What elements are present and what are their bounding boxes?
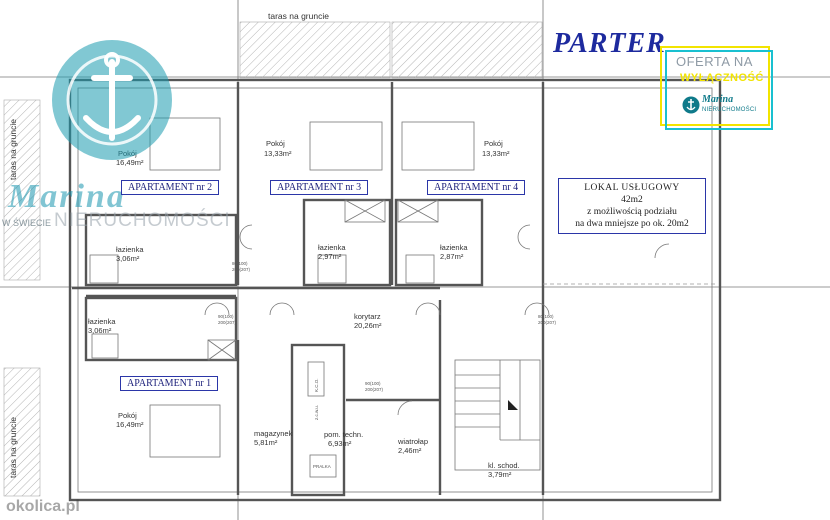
room-area: 13,33m² (264, 149, 292, 158)
bed (309, 121, 383, 171)
bed (149, 117, 221, 171)
door-dim: 200(207) (232, 267, 251, 272)
bathroom-3-walls (302, 198, 392, 287)
commercial-area: 42m2 (621, 195, 643, 205)
washer (309, 454, 337, 478)
room-area: 16,49m² (116, 420, 144, 429)
badge-line2: WYŁĄCZNOŚĆ (680, 72, 764, 84)
room-name: Pokój (266, 139, 285, 148)
commercial-unit-box: LOKAL USŁUGOWY 42m2 z możliwością podzia… (558, 178, 706, 234)
outer-wall (68, 78, 722, 502)
bathroom-2-walls (84, 213, 238, 287)
door-swings (204, 224, 670, 416)
badge-frame (660, 46, 770, 126)
apartment-4-label: APARTAMENT nr 4 (427, 180, 526, 195)
door-dim: 80(100) (232, 261, 248, 266)
room-name: łazienka (440, 243, 468, 252)
door-dim: 200(207) (365, 387, 384, 392)
cwu-label: z.c.w.u. (314, 405, 319, 420)
room-name: łazienka (318, 243, 346, 252)
room-area: 13,33m² (482, 149, 510, 158)
room-name: wiatrołap (397, 437, 428, 446)
badge-brand: Marina NIERUCHOMOŚCI (682, 94, 768, 120)
room-area: 2,97m² (318, 252, 342, 261)
floor-title: PARTER (553, 28, 666, 59)
room-name: magazynek (254, 429, 293, 438)
inner-wall-line (77, 87, 713, 493)
door-dim: 200(207) (218, 320, 237, 325)
room-name: łazienka (116, 245, 144, 254)
watermark-brand: Marina (8, 178, 126, 215)
room-area: 5,81m² (254, 438, 278, 447)
room-name: korytarz (354, 312, 381, 321)
bed (149, 404, 221, 458)
tech-room-walls (290, 343, 346, 497)
room-name: Pokój (118, 149, 137, 158)
commercial-note1: z możliwością podziału (587, 207, 677, 217)
shower-fixtures (89, 199, 439, 361)
commercial-title: LOKAL USŁUGOWY (584, 183, 680, 193)
door-dim: 200(207) (538, 320, 557, 325)
terrace-left-bottom-label: taras na gruncie (8, 417, 18, 478)
room-area: 2,87m² (440, 252, 464, 261)
kco-label: K.C.O. (314, 378, 319, 392)
door-dim: 80(100) (538, 314, 554, 319)
door-dim: 90(100) (218, 314, 234, 319)
terrace-left-bottom (3, 367, 41, 497)
stair-treads (455, 360, 540, 441)
apartment-2-label: APARTAMENT nr 2 (121, 180, 220, 195)
terrace-top-label: taras na gruncie (268, 11, 329, 21)
badge-frame (665, 50, 773, 130)
terrace-top-right (391, 21, 543, 79)
badge-line1: OFERTA NA (676, 54, 753, 69)
door-dim: 90(100) (365, 381, 381, 386)
boiler (307, 361, 325, 397)
exclusive-offer-badge: OFERTA NA WYŁĄCZNOŚĆ Marina NIERUCHOMOŚC… (660, 46, 773, 130)
commercial-note2: na dwa mniejsze po ok. 20m2 (575, 219, 689, 229)
watermark-suffix: NIERUCHOMOŚCI (54, 210, 231, 231)
bed (401, 121, 475, 171)
bathroom-4-walls (394, 198, 484, 287)
room-name: kl. schod. (488, 461, 520, 470)
badge-brand-name: Marina (702, 94, 734, 105)
room-name: łazienka (88, 317, 116, 326)
room-area: 16,49m² (116, 158, 144, 167)
room-area: 3,06m² (88, 326, 112, 335)
apartment-1-label: APARTAMENT nr 1 (120, 376, 219, 391)
room-area: 3,06m² (116, 254, 140, 263)
room-area: 2,46m² (398, 446, 422, 455)
room-area: 6,93m² (328, 439, 352, 448)
terrace-left-top-label: taras na gruncie (8, 119, 18, 180)
badge-brand-sub: NIERUCHOMOŚCI (702, 107, 757, 113)
room-name: Pokój (484, 139, 503, 148)
room-area: 3,79m² (488, 470, 512, 479)
room-name: Pokój (118, 411, 137, 420)
room-name: pom. techn. (324, 430, 363, 439)
apartment-3-label: APARTAMENT nr 3 (270, 180, 369, 195)
room-area: 20,26m² (354, 321, 382, 330)
watermark-prefix: W ŚWIECIE (2, 218, 51, 228)
anchor-icon (682, 96, 700, 114)
terrace-left-top (3, 99, 41, 281)
washer-label: PRALKA (313, 464, 331, 469)
stairs (454, 359, 541, 471)
bathroom-1-walls (84, 296, 238, 362)
terrace-top-left (239, 21, 391, 79)
site-watermark: okolica.pl (6, 498, 80, 515)
